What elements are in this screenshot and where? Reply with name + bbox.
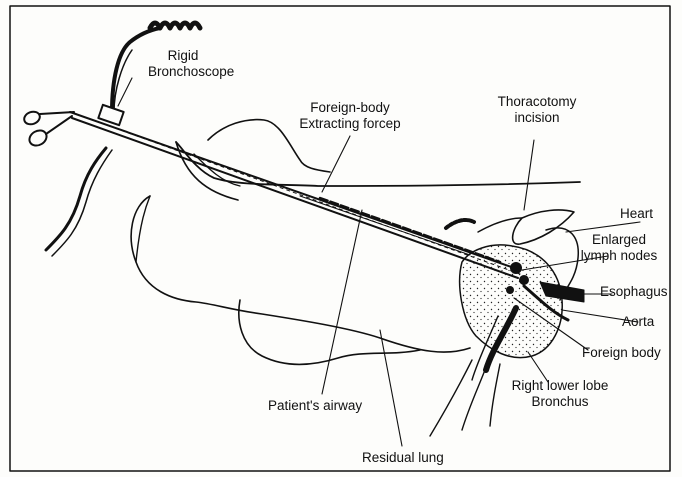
scissor-handle-icon [22,110,74,149]
label-lymph-nodes: Enlarged lymph nodes [574,232,664,264]
thoracotomy-flap [513,210,574,244]
label-heart: Heart [620,206,653,222]
label-line: Right lower lobe [500,378,620,394]
label-line: Extracting forcep [290,116,410,132]
label-residual-lung: Residual lung [362,450,444,466]
lymph-node [519,275,529,285]
label-rigid-bronchoscope: Rigid Bronchoscope [148,48,218,80]
label-line: Rigid [148,48,218,64]
lung-outline [131,196,470,352]
label-forceps: Foreign-body Extracting forcep [290,100,410,132]
label-line: incision [492,110,582,126]
label-line: Bronchus [500,394,620,410]
label-line: Foreign-body [290,100,410,116]
lymph-node [510,262,522,274]
label-esophagus: Esophagus [600,284,668,300]
label-foreign-body: Foreign body [582,345,661,361]
label-patient-airway: Patient's airway [268,398,362,414]
label-line: lymph nodes [574,248,664,264]
forceps-shaft [300,196,500,262]
residual-lung-region [460,245,563,358]
coiled-cable-icon [150,23,200,28]
label-line: Bronchoscope [148,64,218,80]
suction-hose [46,148,106,250]
label-aorta: Aorta [622,314,654,330]
foreign-body-shape [506,286,514,294]
label-line: Enlarged [574,232,664,248]
torso-outline [176,142,580,186]
label-right-lower-lobe: Right lower lobe Bronchus [500,378,620,410]
lower-lobe-outline [239,300,420,365]
residual-lung-lines [430,360,472,436]
label-thoracotomy: Thoracotomy incision [492,94,582,126]
label-line: Thoracotomy [492,94,582,110]
